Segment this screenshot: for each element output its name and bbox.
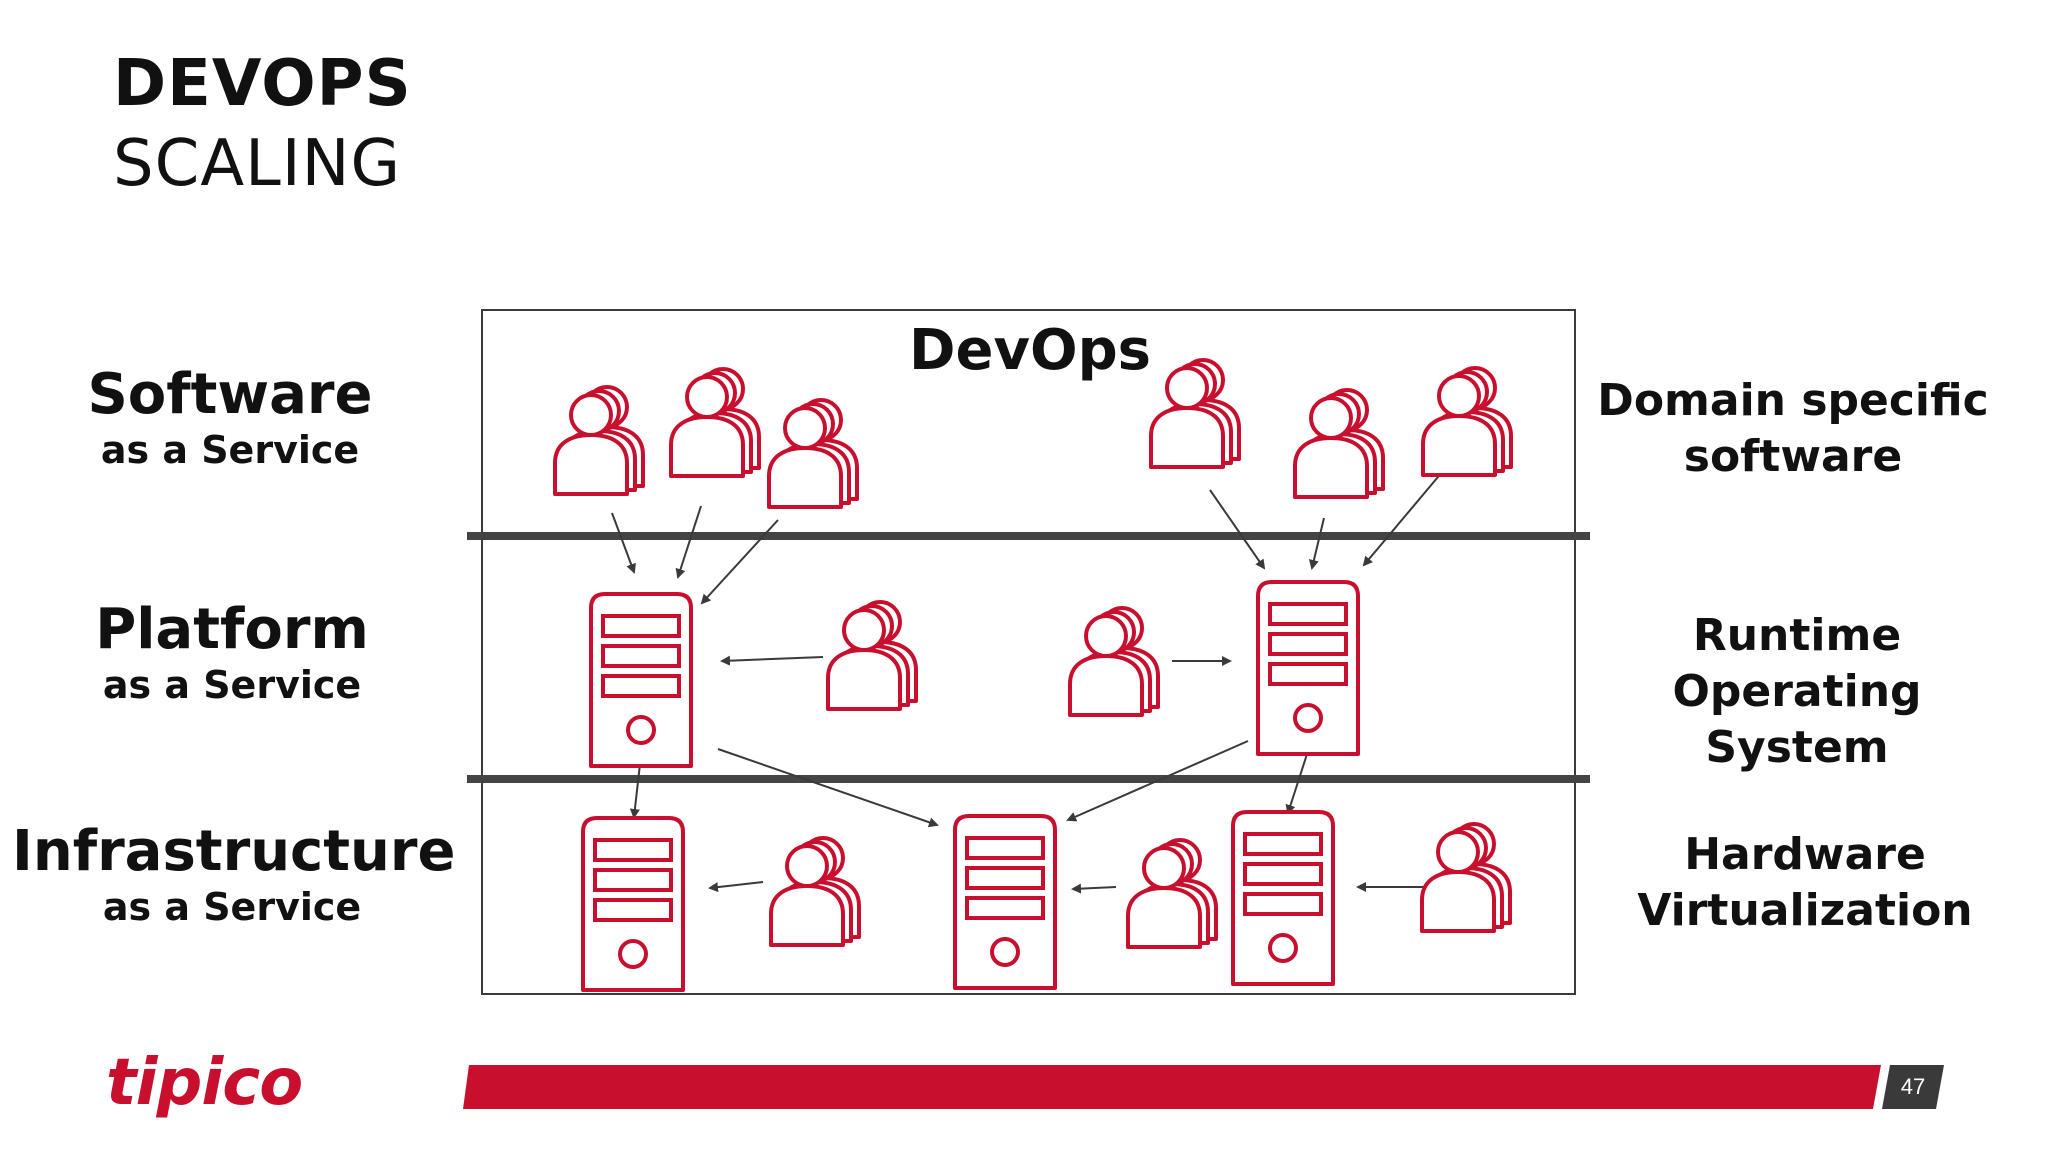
layer-name: Infrastructure bbox=[12, 819, 456, 884]
user-group-icon bbox=[771, 838, 859, 945]
server-icon bbox=[1256, 580, 1360, 756]
layer-label-paas: Platform as a Service bbox=[12, 599, 452, 710]
layer-label-iaas: Infrastructure as a Service bbox=[12, 819, 456, 932]
server-icon bbox=[1231, 810, 1335, 986]
layer-label-saas: Software as a Service bbox=[10, 364, 450, 475]
arrows bbox=[611, 470, 1444, 894]
right-label-line: Virtualization bbox=[1637, 884, 1973, 936]
user-group-icon bbox=[671, 369, 759, 476]
arrow bbox=[611, 512, 636, 574]
diagram-frame bbox=[481, 309, 1576, 995]
user-group-icon bbox=[555, 387, 643, 494]
layer-sub: as a Service bbox=[102, 662, 362, 707]
tipico-logo: tipico bbox=[106, 1046, 303, 1120]
footer-accent-bar bbox=[463, 1065, 1881, 1109]
user-group-icon bbox=[1070, 608, 1158, 715]
arrow bbox=[720, 655, 824, 666]
right-label-line: Domain specific bbox=[1597, 375, 1989, 426]
server-icon bbox=[589, 592, 693, 768]
arrow bbox=[1071, 883, 1117, 894]
user-group-icon bbox=[1423, 368, 1511, 475]
right-label-line: software bbox=[1683, 430, 1903, 482]
arrow bbox=[675, 505, 702, 579]
user-group-icon bbox=[769, 400, 857, 507]
arrow bbox=[700, 519, 779, 605]
arrow bbox=[717, 748, 939, 828]
arrow bbox=[1362, 470, 1444, 567]
layer-name: Platform bbox=[95, 597, 369, 662]
user-group-icon bbox=[1128, 840, 1216, 947]
arrow bbox=[1285, 750, 1309, 815]
arrow bbox=[1309, 517, 1325, 570]
right-label-line: Hardware bbox=[1684, 829, 1926, 880]
user-group-icon bbox=[828, 602, 916, 709]
server-icon bbox=[581, 816, 685, 992]
arrow bbox=[708, 881, 764, 893]
right-label-software: Domain specific software bbox=[1573, 373, 2013, 485]
user-group-icon bbox=[1295, 390, 1383, 497]
layer-sub: as a Service bbox=[100, 427, 360, 472]
slide-subtitle: SCALING bbox=[113, 127, 402, 201]
page-number-badge: 47 bbox=[1882, 1065, 1944, 1109]
server-icon bbox=[953, 814, 1057, 990]
arrow bbox=[1209, 489, 1266, 570]
arrow bbox=[629, 763, 641, 819]
layer-name: Software bbox=[87, 362, 373, 427]
right-label-line: Operating System bbox=[1672, 665, 1922, 773]
slide-title: DEVOPS bbox=[113, 47, 412, 121]
layer-sub: as a Service bbox=[102, 884, 362, 929]
right-label-line: Runtime bbox=[1692, 610, 1902, 661]
right-label-hardware: Hardware Virtualization bbox=[1585, 827, 2025, 939]
user-group-icon bbox=[1422, 824, 1510, 931]
right-label-runtime: Runtime Operating System bbox=[1577, 608, 2017, 776]
arrow bbox=[1066, 740, 1249, 822]
devops-header: DevOps bbox=[909, 318, 1151, 383]
